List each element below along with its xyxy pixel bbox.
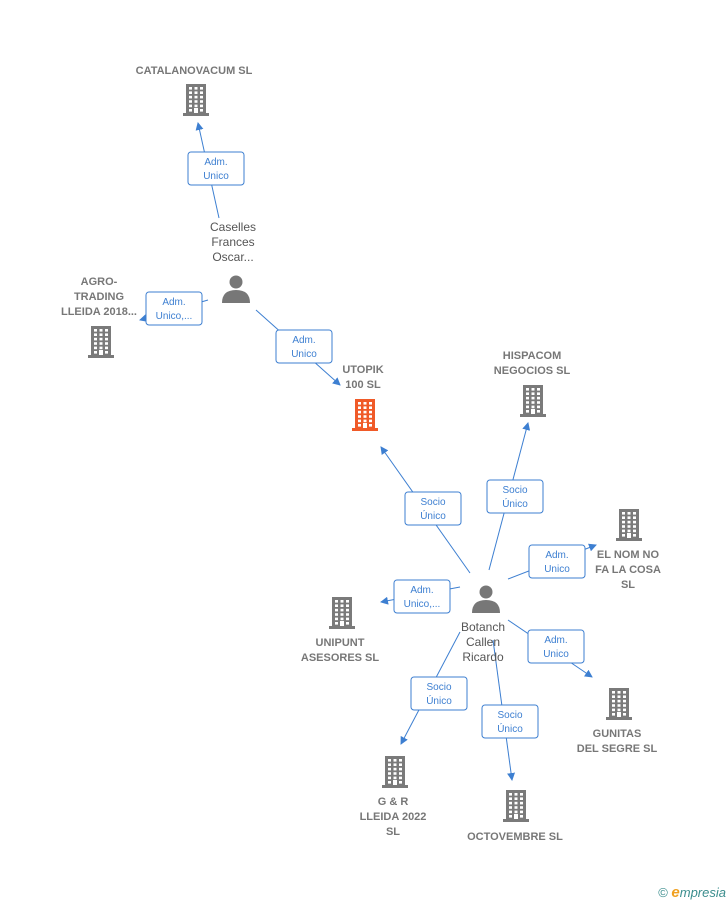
node-label: Oscar...	[212, 250, 253, 264]
edge-label-box[interactable]	[486, 479, 544, 514]
edge-label-box[interactable]	[481, 704, 539, 739]
brand-logo-initial: e	[671, 884, 680, 901]
node-label: FA LA COSA	[595, 564, 661, 576]
building-icon	[352, 399, 378, 431]
node-label: Ricardo	[462, 650, 504, 664]
edge-label-box[interactable]	[145, 291, 203, 326]
building-icon	[382, 756, 408, 788]
edge-label-line: Unico	[203, 171, 229, 182]
node-label: Caselles	[210, 220, 256, 234]
node-label: SL	[386, 826, 400, 838]
footer-brand: © empresia	[658, 884, 726, 901]
edge-label-line: Adm.	[410, 585, 433, 596]
edge-caselles-catalanovacum: Adm. Unico	[187, 122, 245, 219]
edge-label-line: Adm.	[545, 550, 568, 561]
building-icon	[329, 597, 355, 629]
edge-caselles-utopik: Adm. Unico	[255, 309, 341, 386]
node-label: LLEIDA 2018...	[61, 306, 137, 318]
edge-botanch-unipunt: Adm. Unico,...	[380, 579, 461, 614]
edge-label-line: Socio	[497, 710, 522, 721]
edge-label-line: Único	[426, 694, 452, 707]
edge-label-box[interactable]	[187, 151, 245, 186]
node-hispacom[interactable]: HISPACOM NEGOCIOS SL	[494, 350, 571, 417]
node-label: GUNITAS	[593, 728, 642, 740]
edge-label-line: Único	[502, 497, 528, 510]
node-label: OCTOVEMBRE SL	[467, 831, 563, 843]
building-icon	[88, 326, 114, 358]
building-icon	[520, 385, 546, 417]
node-label: DEL SEGRE SL	[577, 743, 658, 755]
node-unipunt[interactable]: UNIPUNT ASESORES SL	[301, 597, 380, 664]
edge-label-box[interactable]	[410, 676, 468, 711]
edge-label-box[interactable]	[275, 329, 333, 364]
edge-label-line: Unico	[543, 649, 569, 660]
building-icon	[183, 84, 209, 116]
node-label: SL	[621, 579, 635, 591]
node-label: EL NOM NO	[597, 549, 660, 561]
person-icon	[222, 275, 250, 303]
person-icon	[472, 585, 500, 613]
edge-label-line: Único	[497, 722, 523, 735]
edge-caselles-agro: Adm. Unico,...	[139, 291, 209, 326]
node-label: UTOPIK	[342, 364, 383, 376]
node-octovembre[interactable]: OCTOVEMBRE SL	[467, 790, 563, 843]
edge-label-line: Socio	[502, 485, 527, 496]
node-label: G & R	[378, 796, 409, 808]
node-caselles[interactable]: CasellesFrancesOscar...	[210, 220, 256, 303]
node-elnom[interactable]: EL NOM NO FA LA COSA SL	[595, 509, 661, 591]
brand-name: mpresia	[679, 885, 726, 900]
edge-label-box[interactable]	[404, 491, 462, 526]
node-agro[interactable]: AGRO- TRADING LLEIDA 2018...	[61, 276, 137, 358]
node-label: CATALANOVACUM SL	[136, 65, 253, 77]
node-label: ASESORES SL	[301, 652, 380, 664]
node-gunitas[interactable]: GUNITAS DEL SEGRE SL	[577, 688, 658, 755]
node-utopik[interactable]: UTOPIK 100 SL	[342, 364, 384, 431]
edge-label-line: Socio	[426, 682, 451, 693]
node-label: LLEIDA 2022	[360, 811, 427, 823]
edge-label-line: Unico,...	[404, 599, 441, 610]
node-label: NEGOCIOS SL	[494, 365, 571, 377]
edge-label-line: Adm.	[544, 635, 567, 646]
edge-label-box[interactable]	[393, 579, 451, 614]
edge-label-line: Unico	[544, 564, 570, 575]
node-label: TRADING	[74, 291, 124, 303]
edge-botanch-gunitas: Adm. Unico	[507, 619, 593, 678]
building-icon	[503, 790, 529, 822]
building-icon	[606, 688, 632, 720]
edge-label-line: Unico	[291, 349, 317, 360]
edge-label-line: Adm.	[162, 297, 185, 308]
node-label: Botanch	[461, 620, 505, 634]
copyright-icon: ©	[658, 885, 668, 900]
edge-label-box[interactable]	[527, 629, 585, 664]
edge-botanch-elnom: Adm. Unico	[507, 543, 597, 580]
node-label: AGRO-	[81, 276, 118, 288]
edge-label-line: Unico,...	[156, 311, 193, 322]
edge-label-line: Adm.	[204, 157, 227, 168]
node-catalanovacum[interactable]: CATALANOVACUM SL	[136, 65, 253, 116]
node-label: Callen	[466, 635, 500, 649]
node-label: Frances	[211, 235, 254, 249]
edge-label-line: Socio	[420, 497, 445, 508]
node-label: UNIPUNT	[316, 637, 365, 649]
building-icon	[616, 509, 642, 541]
edge-label-line: Único	[420, 509, 446, 522]
edge-label-line: Adm.	[292, 335, 315, 346]
node-label: 100 SL	[345, 379, 381, 391]
edge-label-box[interactable]	[528, 544, 586, 579]
node-label: HISPACOM	[503, 350, 561, 362]
